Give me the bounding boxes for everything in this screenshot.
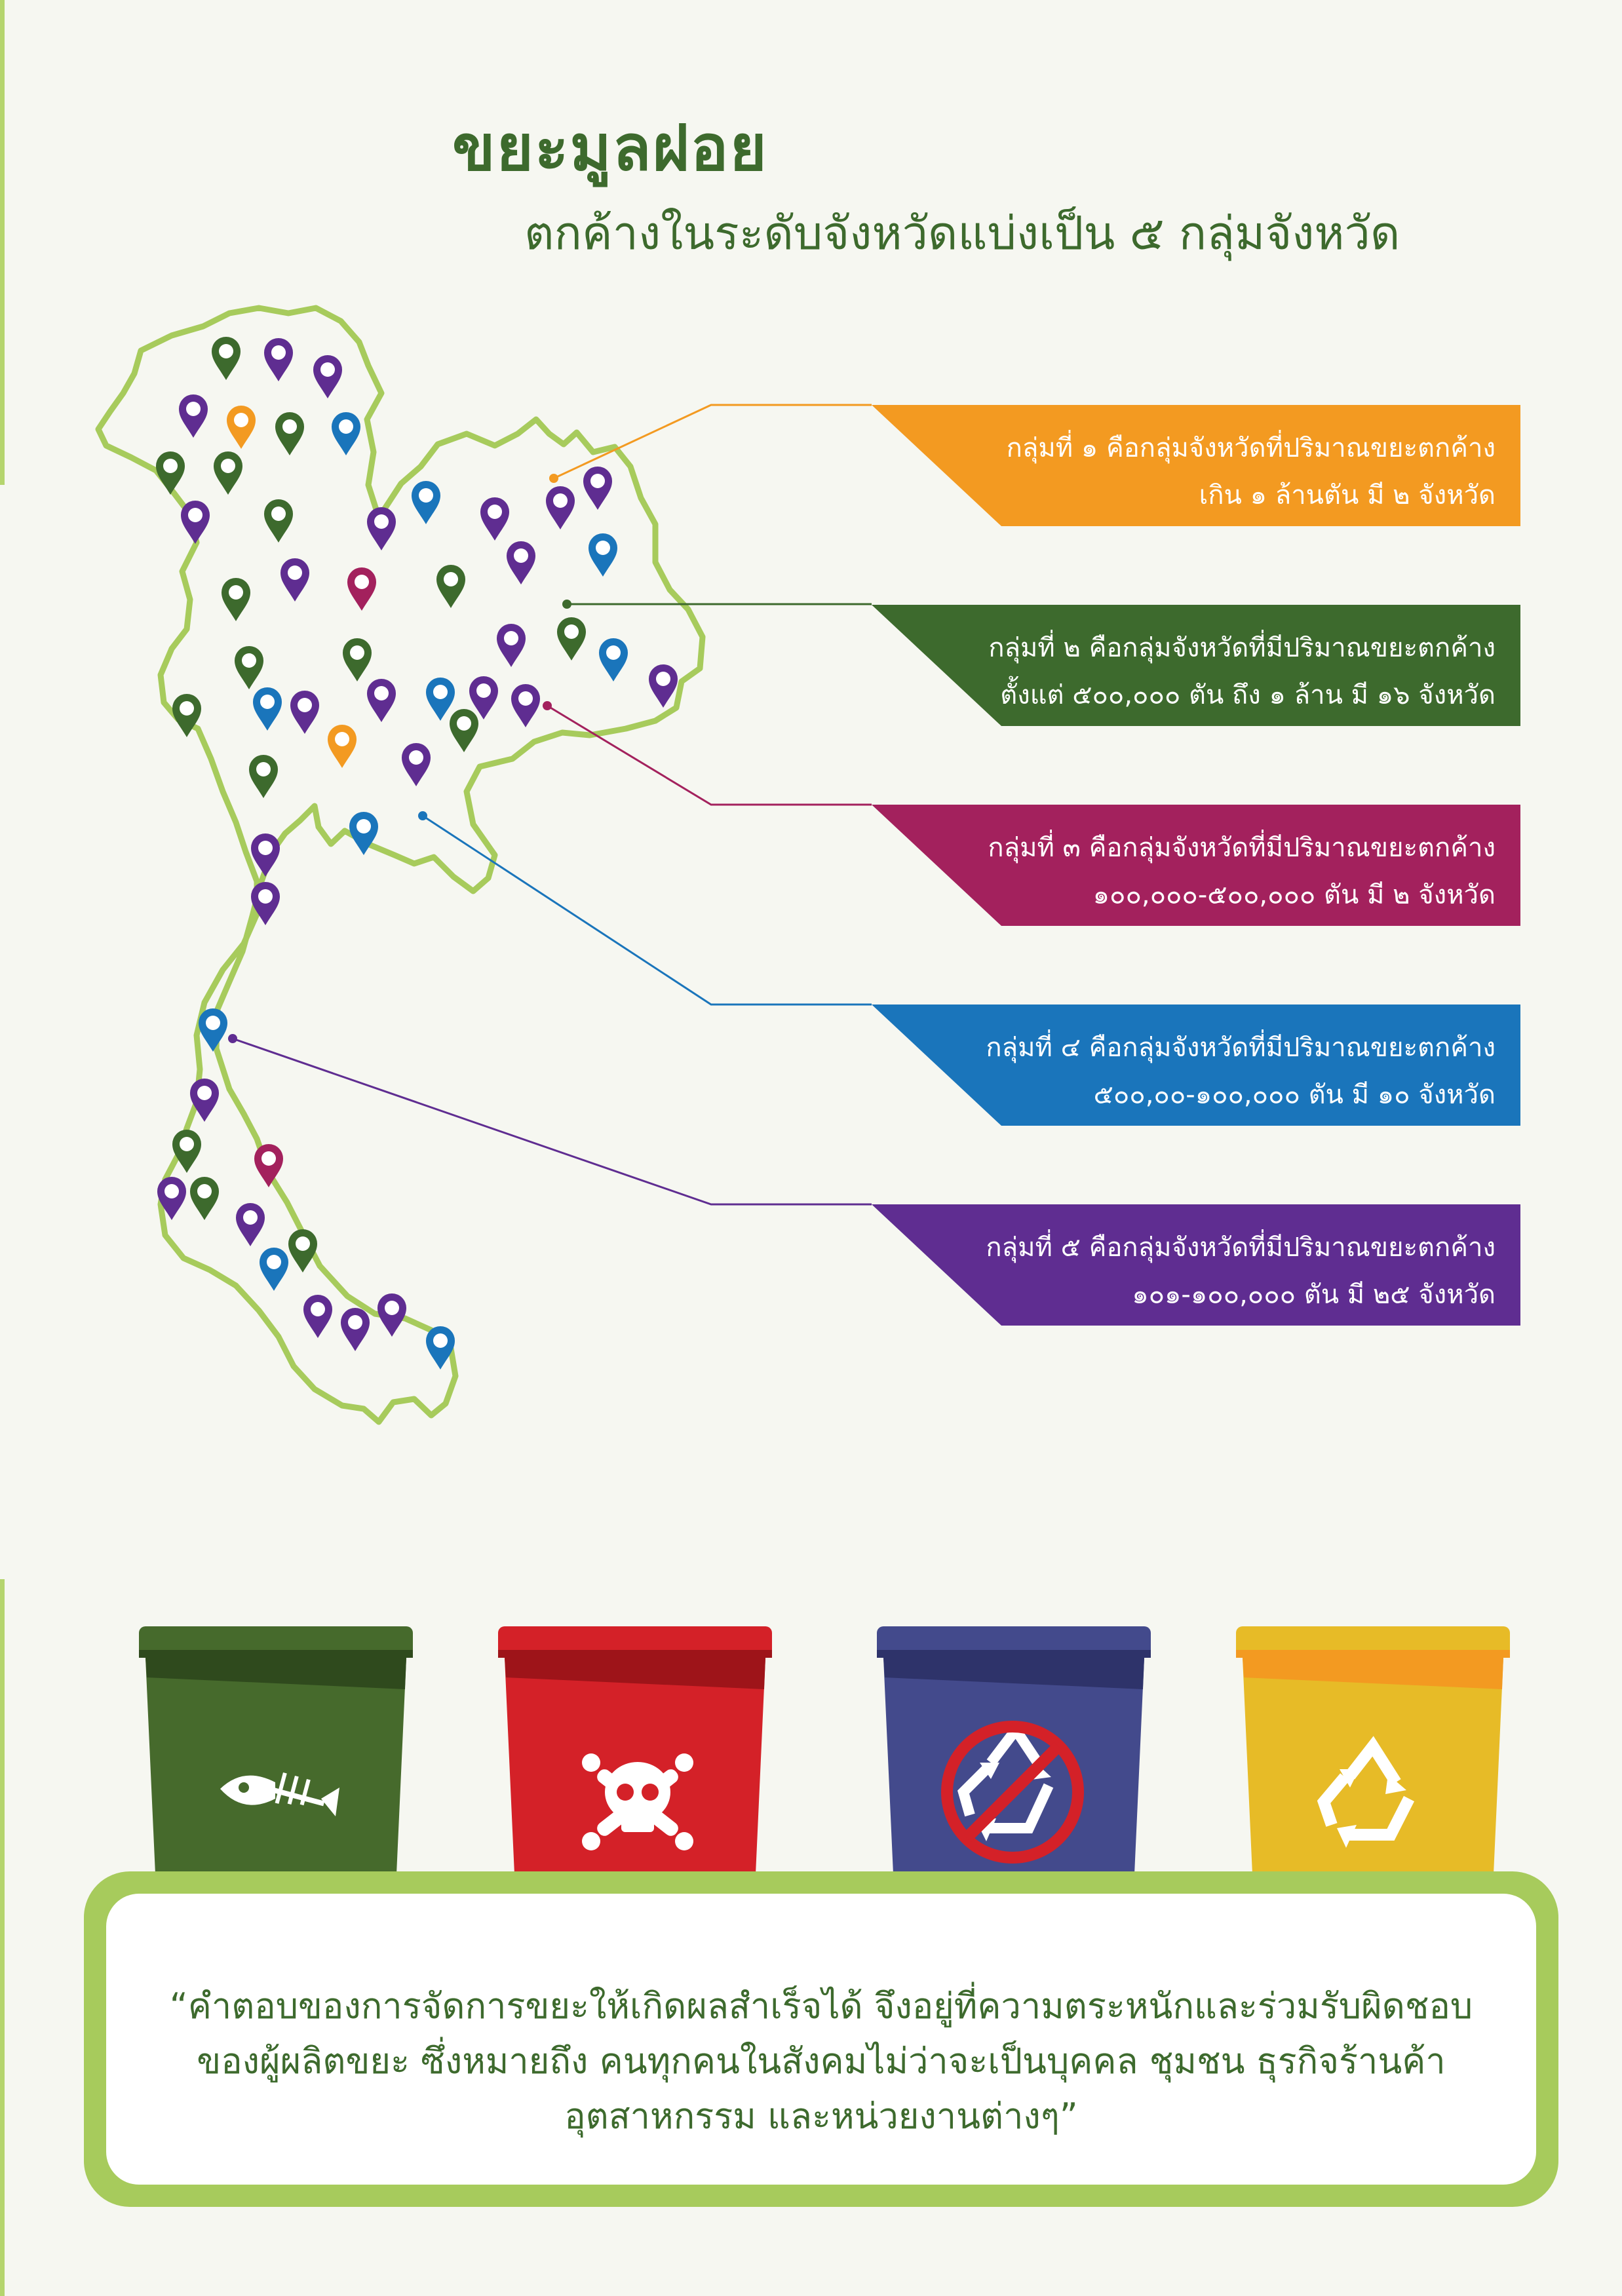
group-3-line2: ๑๐๐,๐๐๐-๕๐๐,๐๐๐ ตัน มี ๒ จังหวัด — [1092, 880, 1496, 910]
map-pin-icon — [214, 451, 242, 495]
organic-waste-bin — [139, 1626, 413, 1874]
page-subtitle: ตกค้างในระดับจังหวัดแบ่งเป็น ๕ กลุ่มจังห… — [524, 206, 1400, 260]
group-2-line2: ตั้งแต่ ๕๐๐,๐๐๐ ตัน ถึง ๑ ล้าน มี ๑๖ จัง… — [1000, 680, 1496, 710]
map-pin-icon — [426, 1326, 455, 1369]
leader-dot-group-3 — [543, 701, 552, 710]
map-pin-icon — [290, 691, 319, 734]
map-pin-icon — [236, 1203, 265, 1246]
map-pin-icon — [599, 638, 628, 681]
map-pin-icon — [450, 709, 478, 752]
map-pin-icon — [507, 541, 535, 584]
map-pin-icon — [377, 1293, 406, 1337]
map-pin-icon — [511, 684, 540, 727]
leader-dot-group-2 — [562, 600, 571, 609]
map-pin-icon — [172, 694, 201, 737]
group-1-line1: กลุ่มที่ ๑ คือกลุ่มจังหวัดที่ปริมาณขยะตก… — [1006, 433, 1496, 463]
map-pin-icon — [181, 501, 210, 544]
map-pin-icon — [156, 451, 185, 495]
general-waste-bin — [877, 1626, 1151, 1874]
group-4-line1: กลุ่มที่ ๔ คือกลุ่มจังหวัดที่มีปริมาณขยะ… — [986, 1033, 1496, 1063]
map-pin-icon — [199, 1008, 227, 1052]
leader-line-group-3 — [547, 704, 872, 806]
map-pin-icon — [557, 617, 586, 660]
leader-line-group-1 — [553, 404, 872, 480]
map-pin-icon — [157, 1177, 186, 1220]
group-2-line1: กลุ่มที่ ๒ คือกลุ่มจังหวัดที่มีปริมาณขยะ… — [988, 633, 1496, 663]
map-pin-icon — [426, 678, 455, 721]
quote-line-3: อุตสาหกรรม และหน่วยงานต่างๆ” — [564, 2095, 1078, 2137]
map-pin-icon — [251, 833, 280, 877]
leader-dot-group-1 — [549, 474, 558, 483]
map-pin-icon — [190, 1079, 219, 1122]
map-pin-icon — [583, 467, 612, 510]
map-pin-icon — [480, 497, 509, 541]
quote-line-2: ของผู้ผลิตขยะ ซึ่งหมายถึง คนทุกคนในสังคม… — [197, 2040, 1446, 2082]
map-pin-icon — [227, 406, 256, 449]
skull-crossbones-icon — [582, 1753, 693, 1850]
map-pin-icon — [589, 533, 617, 577]
group-4-line2: ๕๐๐,๐๐-๑๐๐,๐๐๐ ตัน มี ๑๐ จังหวัด — [1093, 1080, 1496, 1110]
no-recycle-icon — [941, 1721, 1084, 1864]
thailand-map-outline — [95, 305, 706, 1425]
left-accent-bar-top — [0, 0, 5, 485]
group-3-line1: กลุ่มที่ ๓ คือกลุ่มจังหวัดที่มีปริมาณขยะ… — [988, 833, 1496, 863]
page-title: ขยะมูลฝอย — [452, 111, 768, 185]
map-pin-icon — [264, 338, 293, 381]
group-5-line1: กลุ่มที่ ๕ คือกลุ่มจังหวัดที่มีปริมาณขยะ… — [986, 1233, 1496, 1263]
map-pin-icon — [288, 1229, 317, 1272]
map-pin-icon — [332, 412, 360, 455]
map-pin-icon — [254, 1144, 283, 1187]
map-pin-icon — [341, 1308, 370, 1351]
group-2-banner: กลุ่มที่ ๒ คือกลุ่มจังหวัดที่มีปริมาณขยะ… — [872, 605, 1520, 726]
map-pin-icon — [303, 1295, 332, 1338]
recyclable-waste-bin — [1236, 1626, 1510, 1874]
map-pin-icon — [328, 725, 357, 768]
leader-line-group-5 — [232, 1037, 872, 1206]
map-pin-icon — [172, 1130, 201, 1173]
leader-line-group-4 — [422, 814, 872, 1006]
map-pin-icon — [235, 646, 263, 689]
quote-text: “คำตอบของการจัดการขยะให้เกิดผลสำเร็จได้ … — [106, 1894, 1536, 2185]
map-pin-icon — [343, 638, 372, 681]
left-accent-bar-bottom — [0, 1579, 5, 2296]
map-pin-icon — [367, 679, 396, 722]
map-pin-icon — [469, 676, 498, 719]
map-pin-icon — [497, 624, 526, 667]
map-pin-icon — [260, 1248, 288, 1291]
leader-dot-group-4 — [418, 811, 427, 820]
quote-box: “คำตอบของการจัดการขยะให้เกิดผลสำเร็จได้ … — [84, 1871, 1558, 2207]
hazardous-waste-bin — [498, 1626, 772, 1874]
map-pin-icon — [649, 664, 678, 708]
fish-bone-icon — [220, 1772, 339, 1816]
map-pin-icon — [313, 355, 342, 398]
map-pin-icon — [264, 499, 293, 543]
map-pin-icon — [249, 755, 278, 798]
group-4-banner: กลุ่มที่ ๔ คือกลุ่มจังหวัดที่มีปริมาณขยะ… — [872, 1004, 1520, 1126]
group-1-line2: เกิน ๑ ล้านตัน มี ๒ จังหวัด — [1199, 480, 1496, 510]
map-pin-icon — [546, 486, 575, 529]
map-pin-icon — [211, 336, 241, 380]
leader-dot-group-5 — [228, 1034, 237, 1043]
quote-line-1: “คำตอบของการจัดการขยะให้เกิดผลสำเร็จได้ … — [169, 1985, 1473, 2027]
recycle-icon — [1317, 1736, 1415, 1848]
map-pin-icon — [436, 565, 465, 608]
map-pin-icon — [349, 812, 378, 855]
map-pin-icon — [190, 1177, 219, 1220]
map-pin-icon — [280, 558, 309, 602]
group-5-line2: ๑๐๑-๑๐๐,๐๐๐ ตัน มี ๒๕ จังหวัด — [1132, 1280, 1496, 1310]
map-pin-icon — [179, 394, 208, 438]
map-pin-icon — [251, 882, 280, 925]
group-3-banner: กลุ่มที่ ๓ คือกลุ่มจังหวัดที่มีปริมาณขยะ… — [872, 805, 1520, 926]
map-pin-icon — [222, 577, 250, 621]
group-5-banner: กลุ่มที่ ๕ คือกลุ่มจังหวัดที่มีปริมาณขยะ… — [872, 1204, 1520, 1326]
map-pin-icon — [367, 507, 396, 550]
map-pin-icon — [275, 412, 304, 455]
map-pin-icon — [402, 743, 431, 786]
thailand-map — [95, 305, 872, 1425]
map-pin-icon — [412, 481, 440, 524]
map-pin-icon — [253, 687, 282, 731]
map-pin-icon — [347, 567, 376, 611]
